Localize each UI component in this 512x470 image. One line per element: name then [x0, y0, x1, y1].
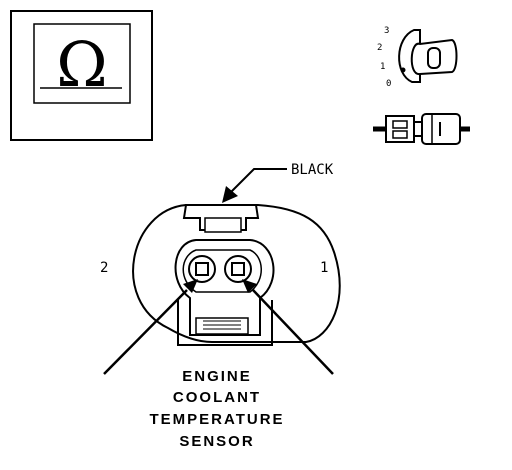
- pin-label-1: 1: [320, 260, 328, 276]
- pin-arrows: [103, 279, 334, 375]
- key-position-2: 2: [377, 43, 382, 53]
- key-position-1: 1: [380, 62, 385, 72]
- wire-color-label: BLACK: [291, 162, 334, 178]
- wire-color-callout: [222, 168, 287, 203]
- title-line-3: TEMPERATURE: [149, 411, 284, 428]
- pin-1: [231, 262, 245, 276]
- pin-label-2: 2: [100, 260, 108, 276]
- ohm-symbol: Ω: [56, 28, 107, 101]
- ignition-key-icon: 3 2 1 0: [377, 26, 458, 89]
- pin-2: [195, 262, 209, 276]
- key-position-3: 3: [384, 26, 389, 36]
- title-line-1: ENGINE: [182, 368, 252, 385]
- sensor-connector-face: [132, 204, 341, 346]
- ohmmeter-icon: Ω: [10, 10, 153, 141]
- key-position-0: 0: [386, 79, 391, 89]
- title-line-4: SENSOR: [179, 433, 254, 450]
- connector-icon: [373, 113, 470, 145]
- title-line-2: COOLANT: [173, 389, 261, 406]
